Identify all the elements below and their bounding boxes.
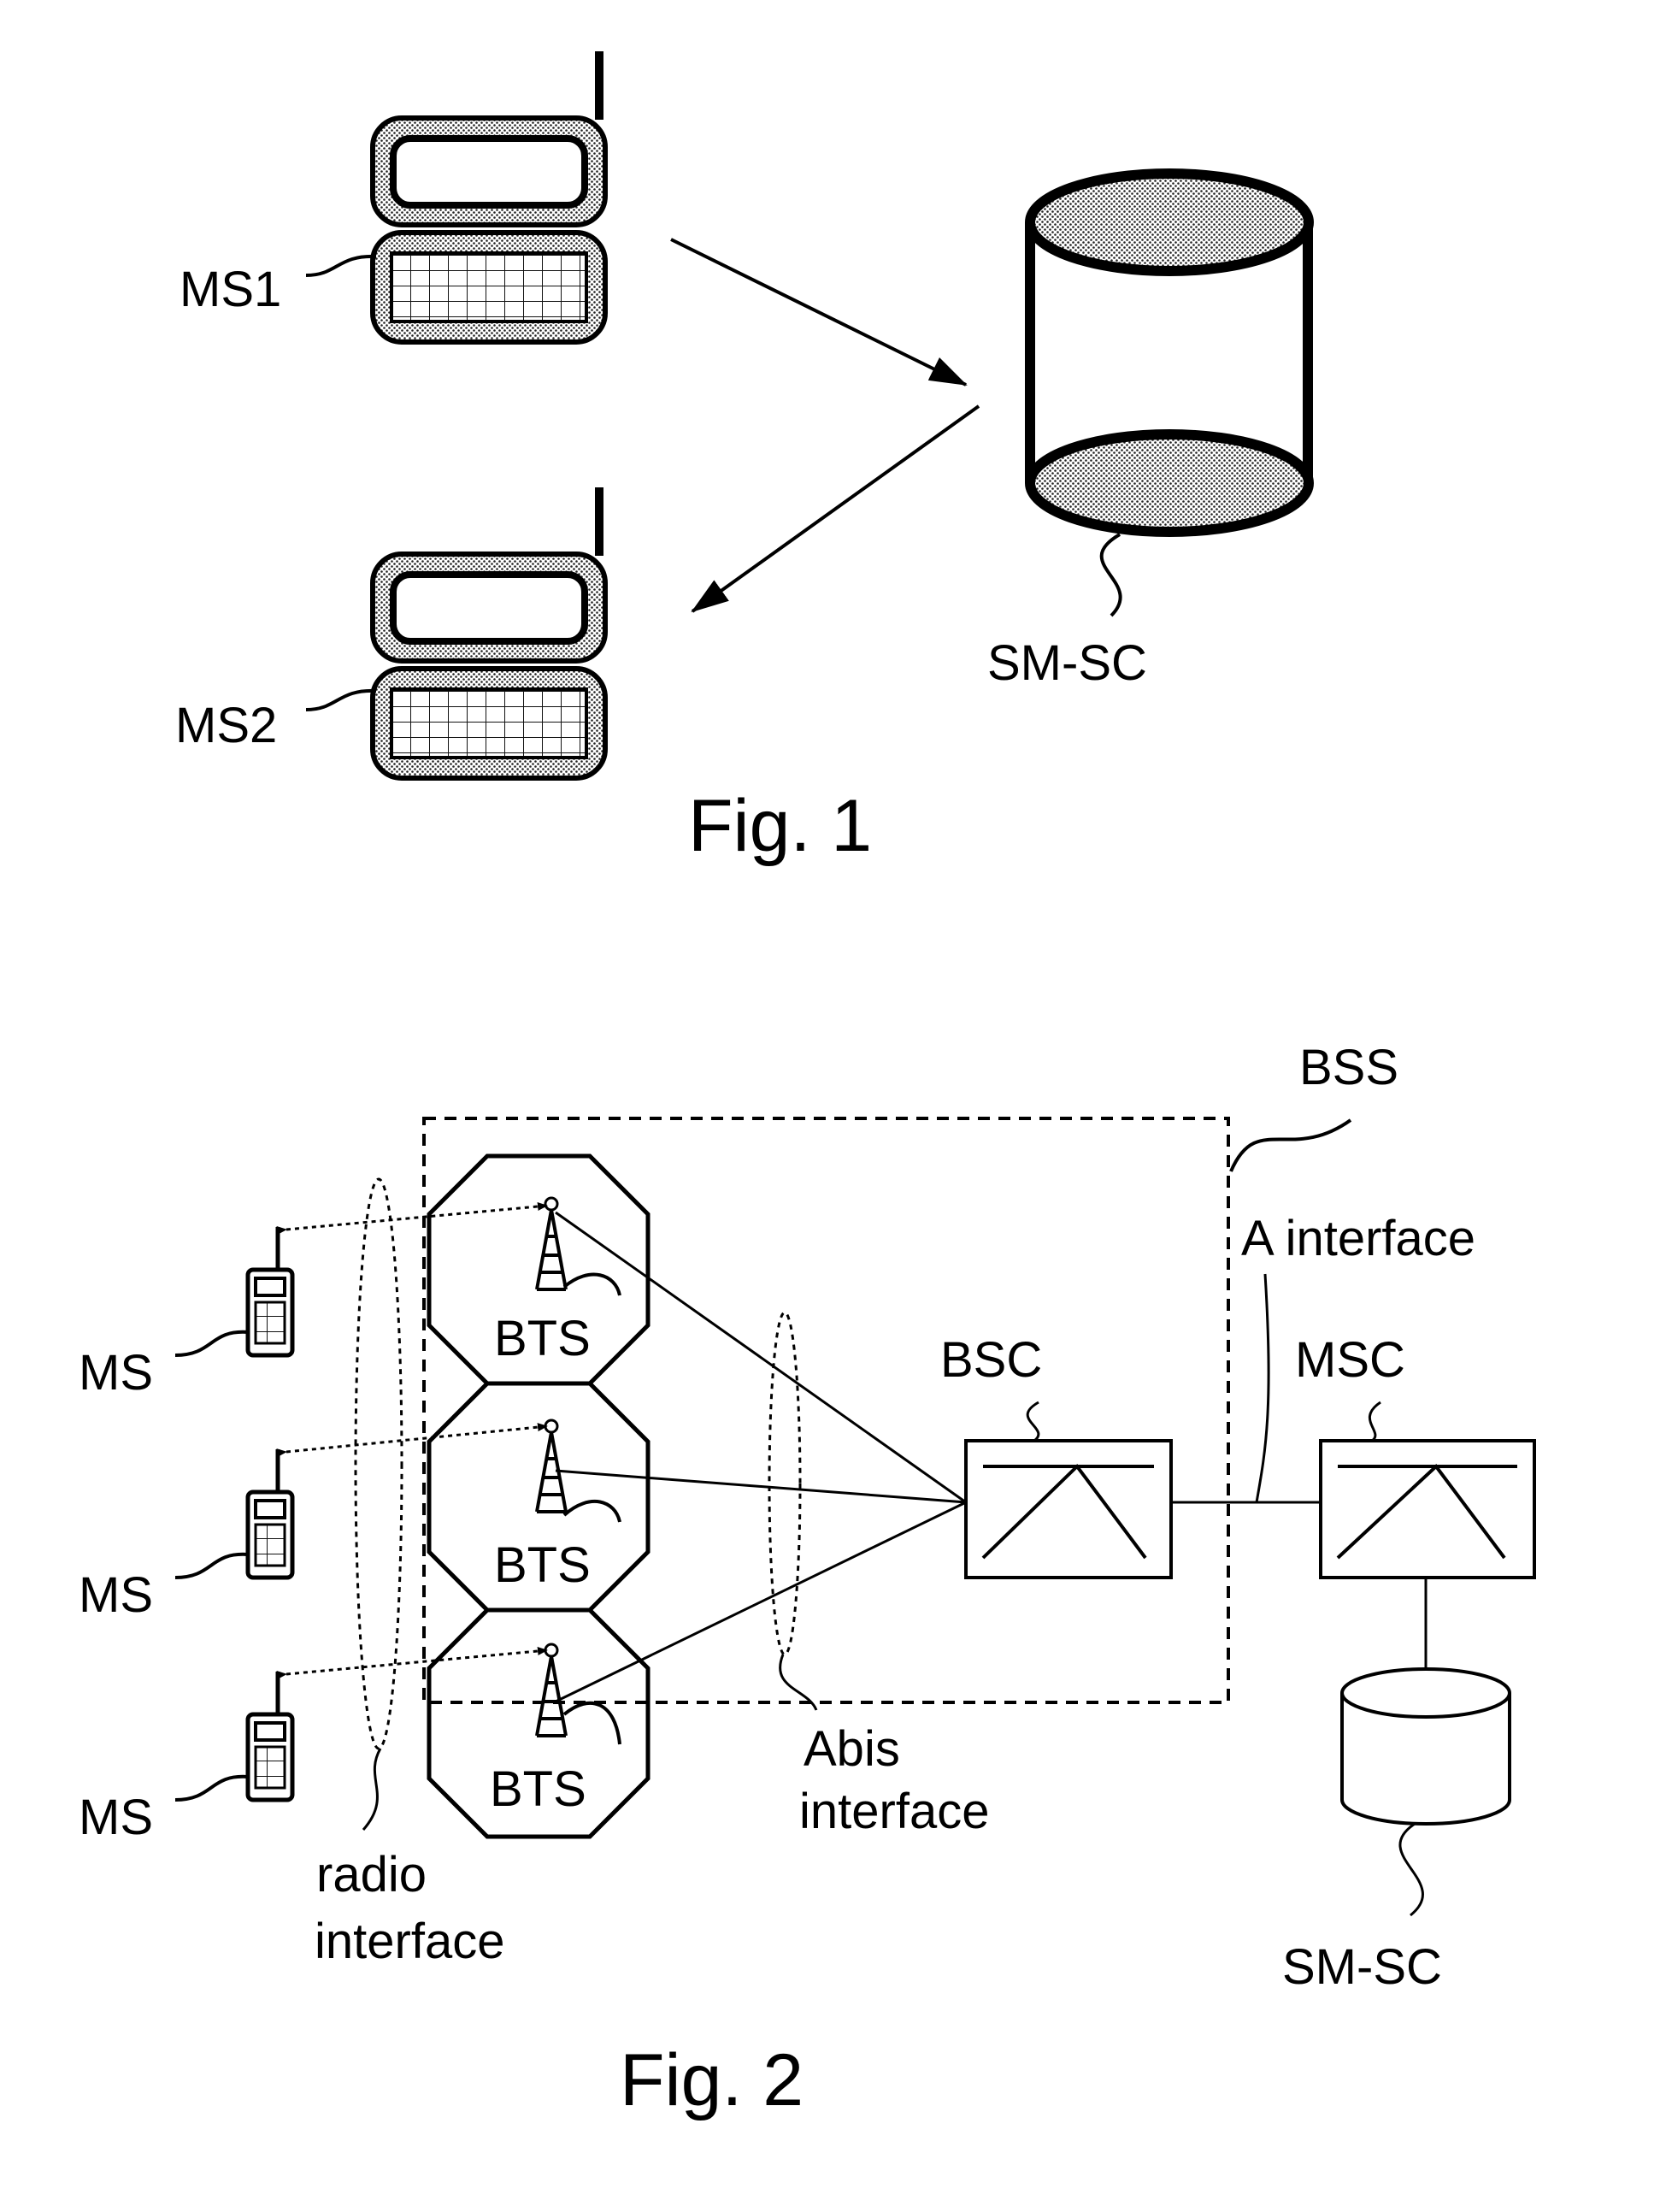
ms2-leader-line [306, 691, 376, 710]
ms-top-radio-link [286, 1206, 547, 1230]
smsc-leader-line [1102, 534, 1121, 616]
ms-top-leader-line [175, 1332, 248, 1355]
radio-interface-ellipse [356, 1179, 402, 1749]
bts2-to-bsc-link [556, 1471, 966, 1502]
msc-switch-box-icon [1321, 1441, 1534, 1578]
ms-bottom-label: MS [79, 1790, 153, 1845]
bts3-label: BTS [490, 1761, 586, 1817]
smsc-database-cylinder-icon [1030, 174, 1309, 532]
bsc-leader-line [1027, 1402, 1039, 1441]
bss-leader-line [1231, 1120, 1351, 1171]
bts2-label: BTS [494, 1537, 591, 1593]
bsc-label: BSC [940, 1332, 1042, 1388]
ms1-mobile-phone-icon [373, 51, 605, 342]
fig2-caption: Fig. 2 [620, 2039, 804, 2121]
radio-label-line1: radio [316, 1847, 427, 1902]
figure-2: BSS BTS BTS BTS Abis interface [79, 1040, 1534, 2121]
smsc-database-cylinder-icon-small [1342, 1669, 1510, 1824]
bts2-antenna-tower-icon [537, 1420, 566, 1512]
fig1-caption: Fig. 1 [688, 785, 872, 867]
bts3-to-bsc-link [556, 1502, 966, 1702]
ms-bottom-radio-link [286, 1650, 547, 1674]
abis-interface-ellipse [769, 1312, 800, 1655]
figure-1: MS1 MS2 SM-SC Fig. 1 [175, 51, 1309, 867]
arrow-ms1-to-smsc [671, 239, 966, 385]
smsc2-label: SM-SC [1282, 1939, 1442, 1995]
ms2-label: MS2 [175, 698, 277, 753]
smsc2-leader-line [1400, 1824, 1423, 1915]
abis-label-line2: interface [799, 1784, 989, 1839]
abis-label-line1: Abis [804, 1721, 900, 1777]
bts3-leader-line [564, 1703, 620, 1744]
ms1-label: MS1 [180, 262, 281, 317]
ms-middle-label: MS [79, 1567, 153, 1623]
ms-middle-leader-line [175, 1554, 248, 1578]
a-interface-label: A interface [1241, 1211, 1475, 1266]
radio-leader-line [363, 1749, 380, 1830]
ms2-mobile-phone-icon [373, 487, 605, 778]
smsc-label: SM-SC [987, 635, 1147, 691]
bsc-switch-box-icon [966, 1441, 1171, 1578]
msc-leader-line [1369, 1402, 1380, 1441]
ms-bottom-leader-line [175, 1777, 248, 1800]
bts2-leader-line [564, 1501, 620, 1522]
ms1-leader-line [306, 257, 376, 275]
radio-label-line2: interface [315, 1914, 504, 1969]
a-interface-leader-line [1257, 1274, 1269, 1502]
arrow-smsc-to-ms2 [692, 406, 979, 611]
msc-label: MSC [1295, 1332, 1405, 1388]
bts1-leader-line [564, 1275, 620, 1295]
ms-middle-handset-icon [248, 1449, 292, 1578]
bts3-antenna-tower-icon [537, 1644, 566, 1736]
ms-bottom-handset-icon [248, 1672, 292, 1800]
bts1-label: BTS [494, 1311, 591, 1366]
bss-label: BSS [1299, 1040, 1398, 1095]
ms-top-handset-icon [248, 1227, 292, 1355]
ms-middle-radio-link [286, 1426, 547, 1452]
ms-top-label: MS [79, 1345, 153, 1401]
bts1-antenna-tower-icon [537, 1198, 566, 1289]
